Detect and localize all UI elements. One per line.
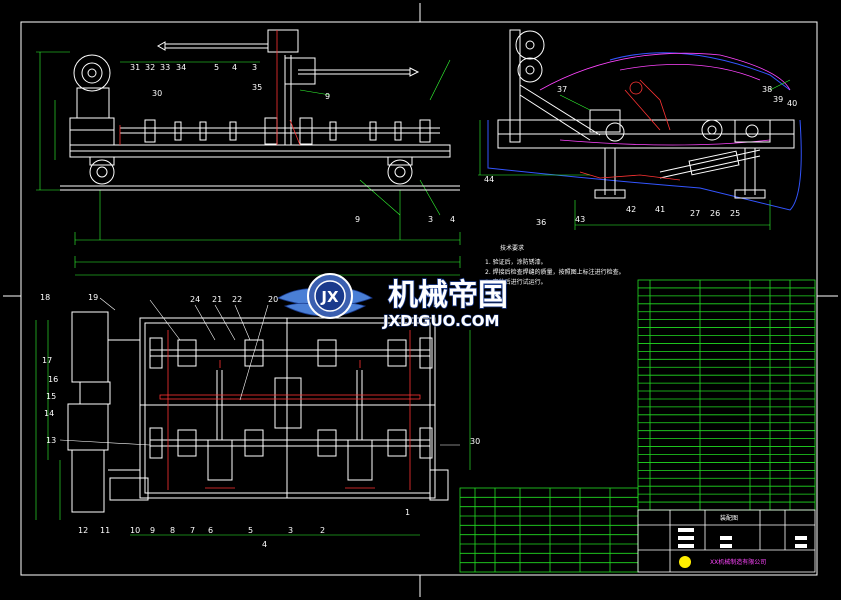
side-view-callout-9: 41 bbox=[655, 205, 665, 214]
company-name: XX机械制造有限公司 bbox=[710, 558, 766, 566]
plan-view-left-callout-8: 10 bbox=[130, 526, 140, 535]
plan-view-top-callout-2: 19 bbox=[88, 293, 98, 302]
plan-view-bottom-callout-1: 9 bbox=[150, 526, 155, 535]
side-view-callout-10: 27 bbox=[690, 209, 700, 218]
front-view-callout-1: 31 bbox=[130, 63, 140, 72]
plan-view-top-callout-3: 24 bbox=[190, 295, 200, 304]
parts-list bbox=[637, 279, 816, 511]
plan-view-top-callout-6: 20 bbox=[268, 295, 278, 304]
side-view-callout-7: 43 bbox=[575, 215, 585, 224]
plan-view-bottom-callout-5: 5 bbox=[248, 526, 253, 535]
front-view-callout-5: 5 bbox=[214, 63, 219, 72]
note-line-2: 2. 焊接后检查焊缝的质量，按照图上标注进行检查。 bbox=[485, 268, 625, 276]
title-block: 装配图 XX机械制造有限公司 bbox=[637, 509, 816, 573]
plan-view-left-callout-5: 13 bbox=[46, 436, 56, 445]
side-view-callout-8: 42 bbox=[626, 205, 636, 214]
plan-view-bottom-callout-9: 1 bbox=[405, 508, 410, 517]
technical-notes: 技术要求 1. 验证后，涂防锈漆。 2. 焊接后检查焊缝的质量，按照图上标注进行… bbox=[485, 244, 625, 286]
watermark-en: JXDIGUO.COM bbox=[382, 312, 499, 330]
drawing-frame bbox=[3, 3, 838, 597]
plan-view-bottom-callout-7: 3 bbox=[288, 526, 293, 535]
plan-view-left-callout-6: 12 bbox=[78, 526, 88, 535]
front-view-callout-8: 35 bbox=[252, 83, 262, 92]
revision-table bbox=[459, 487, 639, 573]
plan-view-left-callout-3: 15 bbox=[46, 392, 56, 401]
plan-view-bottom-callout-6: 4 bbox=[262, 540, 267, 549]
front-view-bottom-callout-2: 3 bbox=[428, 215, 433, 224]
company-logo-icon bbox=[679, 556, 691, 568]
watermark-logo-letters: JX bbox=[320, 288, 339, 306]
side-view-callout-6: 36 bbox=[536, 218, 546, 227]
front-view-callout-3: 33 bbox=[160, 63, 170, 72]
side-view-callout-1: 37 bbox=[557, 85, 567, 94]
side-view-callout-3: 39 bbox=[773, 95, 783, 104]
plan-view-right-callout-1: 30 bbox=[470, 437, 480, 446]
watermark-gear-icon: JX bbox=[307, 273, 353, 319]
front-view-callout-10: 9 bbox=[325, 92, 330, 101]
plan-view-bottom-callout-8: 2 bbox=[320, 526, 325, 535]
plan-view-top-callout-5: 22 bbox=[232, 295, 242, 304]
plan-view-left-callout-1: 17 bbox=[42, 356, 52, 365]
side-view-callout-11: 26 bbox=[710, 209, 720, 218]
front-view-callout-6: 4 bbox=[232, 63, 237, 72]
notes-title: 技术要求 bbox=[500, 244, 524, 252]
front-view-callout-7: 3 bbox=[252, 63, 257, 72]
side-view-callout-2: 38 bbox=[762, 85, 772, 94]
front-view-callout-2: 32 bbox=[145, 63, 155, 72]
watermark-cn: 机械帝国 bbox=[388, 278, 508, 313]
plan-view-bottom-callout-4: 6 bbox=[208, 526, 213, 535]
plan-view-bottom-callout-2: 8 bbox=[170, 526, 175, 535]
plan-view-left-callout-4: 14 bbox=[44, 409, 54, 418]
plan-view-left-callout-2: 16 bbox=[48, 375, 58, 384]
note-line-3: 3. 安装后进行试运行。 bbox=[485, 278, 547, 286]
plan-view-top-callout-1: 18 bbox=[40, 293, 50, 302]
side-view-callout-5: 44 bbox=[484, 175, 494, 184]
watermark: JX 机械帝国 JXDIGUO.COM bbox=[277, 273, 509, 331]
front-view-callout-9: 30 bbox=[152, 89, 162, 98]
title-block-header: 装配图 bbox=[720, 514, 738, 522]
plan-view-left-callout-7: 11 bbox=[100, 526, 110, 535]
side-view-callout-4: 40 bbox=[787, 99, 797, 108]
front-view-bottom-callout-1: 9 bbox=[355, 215, 360, 224]
front-view-callout-4: 34 bbox=[176, 63, 186, 72]
note-line-1: 1. 验证后，涂防锈漆。 bbox=[485, 258, 547, 266]
side-view-callout-12: 25 bbox=[730, 209, 740, 218]
front-view-bottom-callout-3: 4 bbox=[450, 215, 455, 224]
plan-view-top-callout-4: 21 bbox=[212, 295, 222, 304]
plan-view-bottom-callout-3: 7 bbox=[190, 526, 195, 535]
